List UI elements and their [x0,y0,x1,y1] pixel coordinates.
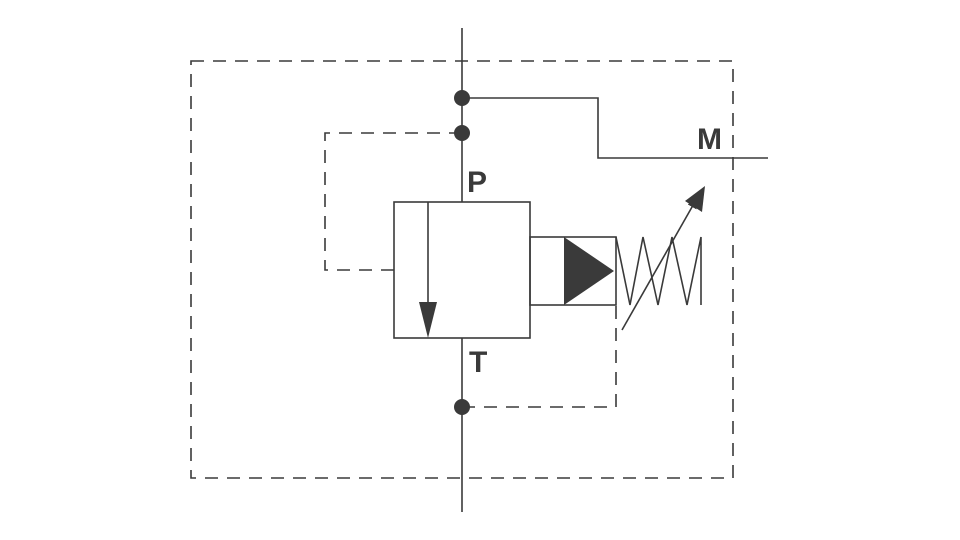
flow-arrow-head [419,302,437,338]
adjustable-arrow-icon [621,198,697,331]
drain-line [462,306,617,408]
actuator-triangle-icon [564,237,614,305]
port-label-p: P [467,166,487,199]
valve-body [393,201,531,339]
junction-dot-tank [454,399,470,415]
port-label-t: T [469,346,487,379]
actuator-box [529,236,617,306]
junction-dot-pilot [454,125,470,141]
junction-dot-gauge [454,90,470,106]
spring-icon [615,236,702,306]
gauge-line [462,97,768,159]
adjustable-arrow-head [685,186,705,212]
pilot-line [324,132,462,271]
port-label-m: M [697,123,722,156]
